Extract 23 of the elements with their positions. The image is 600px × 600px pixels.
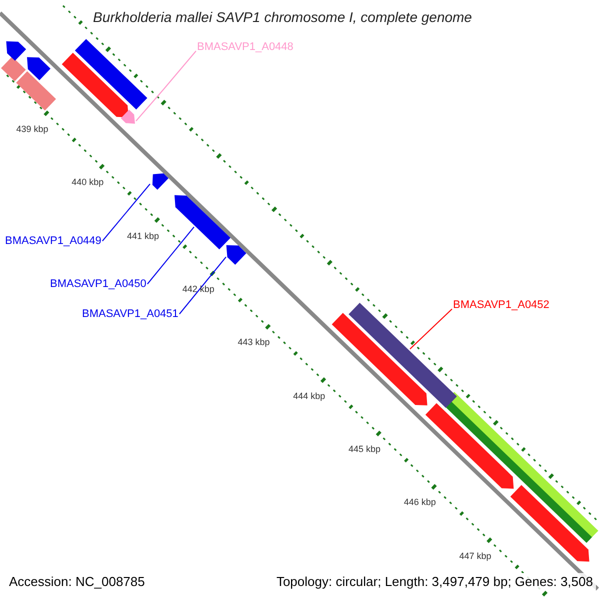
scale-label: 441 kbp xyxy=(127,230,160,241)
gene-label: BMASAVP1_A0450 xyxy=(50,278,146,290)
leader-line xyxy=(410,308,452,350)
scale-label: 444 kbp xyxy=(293,390,326,401)
scale-label: 442 kbp xyxy=(182,284,214,294)
leader-line xyxy=(102,184,150,242)
gene-label: BMASAVP1_A0449 xyxy=(5,235,102,247)
scale-label: 440 kbp xyxy=(72,177,104,188)
gene-feature xyxy=(152,173,168,190)
scale-label: 439 kbp xyxy=(16,124,48,134)
scale-label: 446 kbp xyxy=(404,497,436,508)
leader-line xyxy=(178,256,226,314)
gene-label: BMASAVP1_A0448 xyxy=(197,41,294,53)
scale-label: 447 kbp xyxy=(459,550,492,561)
scale-label: 443 kbp xyxy=(238,337,270,348)
gene-feature xyxy=(174,195,230,250)
gene-label: BMASAVP1_A0451 xyxy=(82,308,178,320)
leader-line xyxy=(136,50,196,122)
scale-label: 445 kbp xyxy=(348,444,380,454)
map-title: Burkholderia mallei SAVP1 chromosome I, complete genome xyxy=(93,9,472,25)
leader-line xyxy=(146,226,194,284)
gene-label: BMASAVP1_A0452 xyxy=(453,299,550,311)
gene-feature xyxy=(226,245,246,265)
